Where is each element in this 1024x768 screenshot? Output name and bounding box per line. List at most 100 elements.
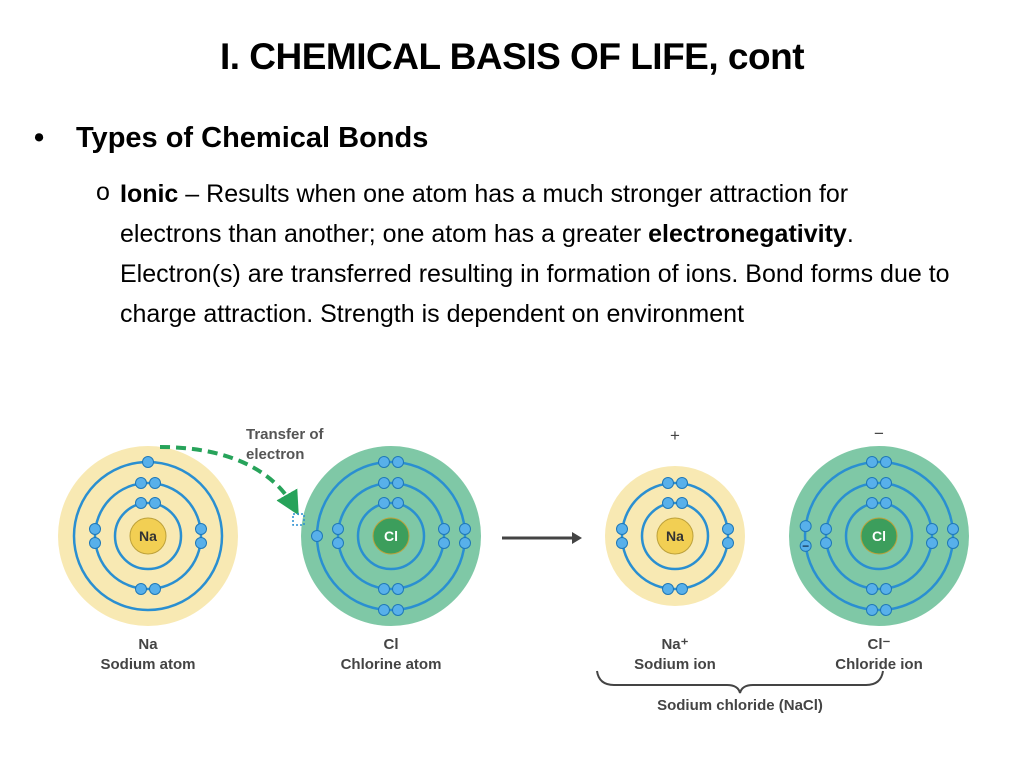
ionic-definition: Ionic – Results when one atom has a much… — [120, 174, 950, 334]
electron — [676, 477, 688, 489]
sodium-ion: Na — [605, 466, 745, 606]
electronegativity-term: electronegativity — [648, 220, 847, 248]
electron — [722, 523, 734, 535]
nucleus-symbol: Na — [666, 528, 684, 544]
electron — [880, 456, 892, 468]
electron-vacancy-marker — [292, 513, 305, 526]
nucleus — [129, 517, 167, 555]
slide-title: I. CHEMICAL BASIS OF LIFE, cont — [219, 36, 805, 77]
electron — [662, 583, 674, 595]
chlorine-atom: Cl — [301, 446, 481, 626]
electron-shell-1 — [113, 501, 183, 571]
electron — [866, 604, 878, 616]
sodium-atom: Na — [58, 446, 238, 626]
electron — [866, 477, 878, 489]
electron — [378, 604, 390, 616]
electron — [880, 604, 892, 616]
sodium-atom-symbol: Na — [138, 636, 158, 653]
electron — [880, 497, 892, 509]
electron — [880, 583, 892, 595]
electron — [332, 537, 344, 549]
electron — [378, 477, 390, 489]
electron — [676, 497, 688, 509]
compound-brace — [596, 670, 884, 694]
nucleus — [860, 517, 898, 555]
electron — [378, 497, 390, 509]
electron-shell-3 — [803, 460, 955, 612]
electron — [392, 477, 404, 489]
electron — [947, 523, 959, 535]
electron-transfer-arrow — [159, 445, 299, 516]
electron — [135, 477, 147, 489]
electron — [135, 583, 147, 595]
chlorine-atom-label: Chlorine atom — [341, 656, 442, 673]
sodium-ion-symbol: Na⁺ — [661, 636, 688, 653]
nucleus — [372, 517, 410, 555]
transfer-label-line1: Transfer of — [246, 426, 325, 443]
electron — [662, 477, 674, 489]
electron — [799, 520, 812, 533]
bullet-heading: Types of Chemical Bonds — [76, 122, 429, 154]
electron-shell-1 — [640, 501, 710, 571]
electron-shell-1 — [356, 501, 426, 571]
electron — [89, 523, 101, 535]
electron — [722, 537, 734, 549]
electron — [438, 523, 450, 535]
ionic-term: Ionic — [120, 180, 179, 208]
electron — [438, 537, 450, 549]
sodium-ion-label: Sodium ion — [634, 656, 716, 673]
ionic-description-rest: . Electron(s) are transferred resulting … — [120, 220, 950, 328]
electron — [459, 537, 471, 549]
chloride-ion-symbol: Cl⁻ — [868, 636, 891, 653]
electron — [311, 530, 323, 542]
electron — [662, 497, 674, 509]
transfer-label-line2: electron — [246, 446, 304, 463]
electron — [820, 523, 832, 535]
electron — [799, 539, 812, 552]
electron — [926, 537, 938, 549]
electron-shell-1 — [844, 501, 914, 571]
electron-shell-2 — [336, 481, 446, 591]
electron — [866, 456, 878, 468]
ionic-description: – Results when one atom has a much stron… — [120, 180, 849, 248]
nucleus-symbol: Na — [139, 528, 157, 544]
svg-text:−: − — [802, 539, 809, 553]
electron — [149, 583, 161, 595]
electron — [392, 497, 404, 509]
sodium-ion-charge: + — [670, 426, 680, 445]
reaction-arrow-head — [572, 532, 582, 544]
electron — [947, 537, 959, 549]
electron — [926, 523, 938, 535]
electron — [616, 523, 628, 535]
electron-shell-2 — [620, 481, 730, 591]
electron — [378, 583, 390, 595]
electron — [866, 583, 878, 595]
electron — [676, 583, 688, 595]
electron — [149, 497, 161, 509]
electron — [866, 497, 878, 509]
electron-shell-2 — [93, 481, 203, 591]
electron — [820, 537, 832, 549]
electron — [195, 523, 207, 535]
bullet-marker: • — [34, 122, 45, 154]
nucleus-symbol: Cl — [872, 528, 886, 544]
electron — [616, 537, 628, 549]
nucleus — [656, 517, 694, 555]
electron — [880, 477, 892, 489]
electron — [378, 456, 390, 468]
chloride-ion-charge: − — [874, 424, 884, 443]
electron — [149, 477, 161, 489]
sodium-atom-label: Sodium atom — [100, 656, 195, 673]
chlorine-atom-symbol: Cl — [384, 636, 399, 653]
compound-label: Sodium chloride (NaCl) — [657, 697, 823, 714]
nucleus-symbol: Cl — [384, 528, 398, 544]
electron — [459, 523, 471, 535]
chloride-ion-label: Chloride ion — [835, 656, 923, 673]
electron — [89, 537, 101, 549]
sub-bullet-marker: o — [96, 178, 110, 206]
chloride-ion: Cl − — [789, 446, 969, 626]
ionic-bond-diagram: Na Cl Na Cl − Transfer of electron + − Na… — [58, 424, 969, 714]
electron — [195, 537, 207, 549]
electron-shell-2 — [824, 481, 934, 591]
electron — [135, 497, 147, 509]
